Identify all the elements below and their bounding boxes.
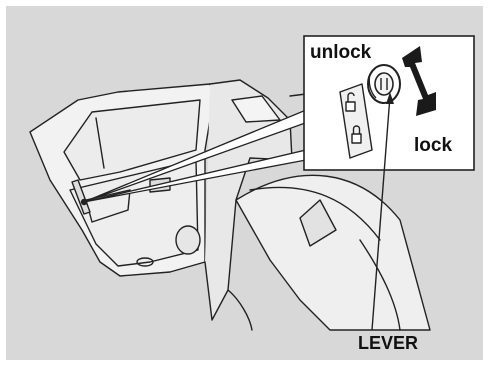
unlock-label: unlock: [310, 42, 371, 64]
lever-label: LEVER: [358, 333, 418, 354]
lock-label: lock: [414, 135, 452, 157]
rear-seat: [236, 175, 430, 330]
